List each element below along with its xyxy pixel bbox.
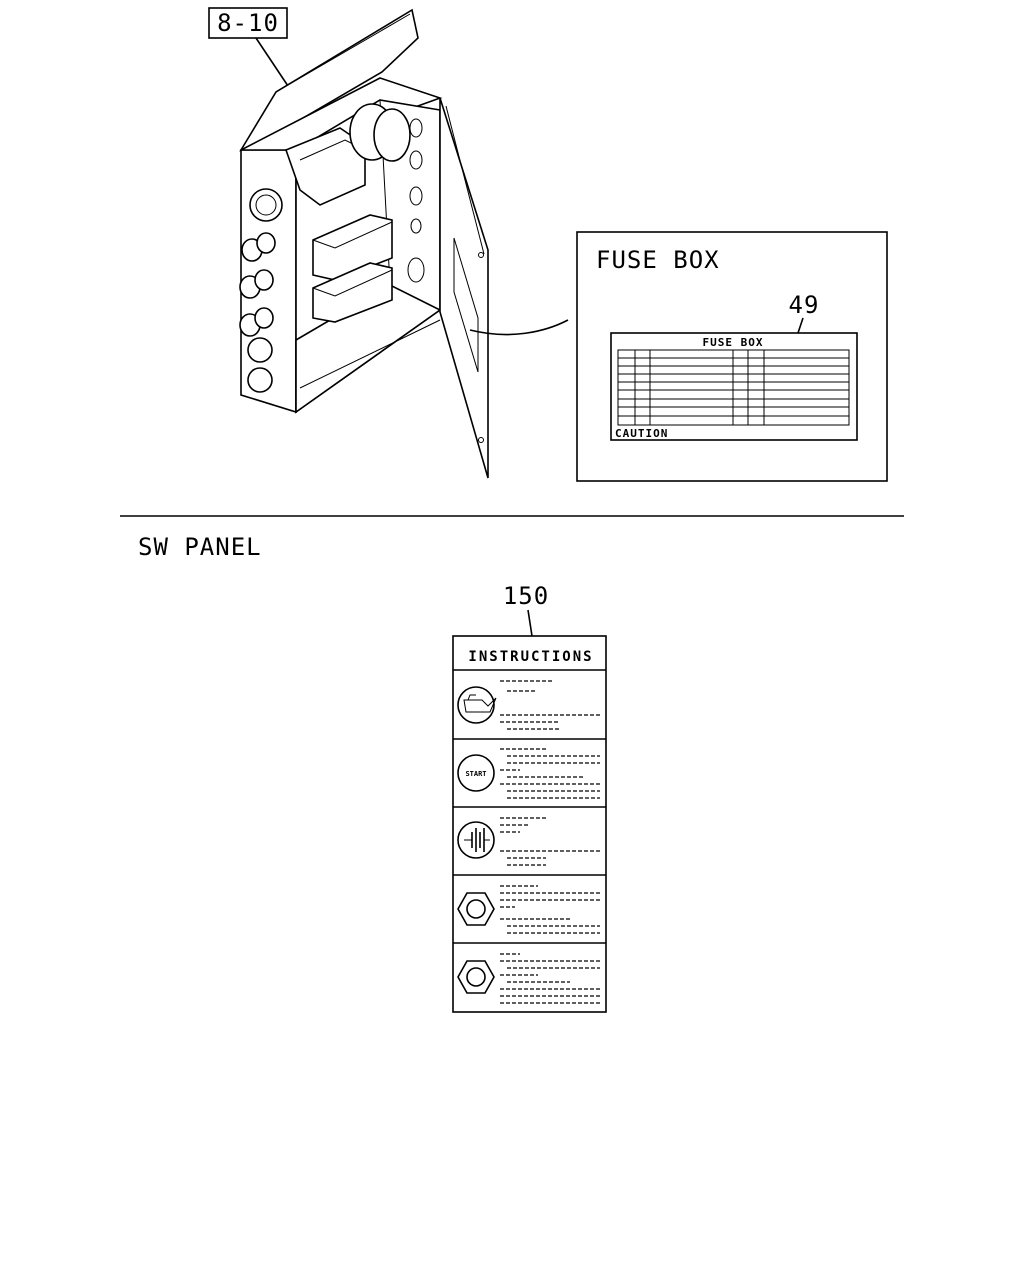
fuse-table: [617, 349, 850, 426]
instructions-label: INSTRUCTIONS START: [452, 635, 607, 1013]
fuse-box-leader: [469, 319, 569, 336]
fuse-box-heading: FUSE BOX: [596, 246, 720, 274]
electrical-box-illustration: [239, 8, 489, 479]
instruction-text-lines-4: [500, 885, 600, 934]
hex-nut-icon: [457, 960, 495, 994]
instruction-text-lines-1: [500, 680, 600, 730]
start-icon: START: [457, 754, 495, 792]
oil-can-icon: [457, 686, 497, 724]
instruction-text-lines-5: [500, 953, 600, 1004]
fuse-box-label: [610, 332, 858, 441]
hex-nut-icon: [457, 892, 495, 926]
start-icon-text: START: [465, 770, 486, 778]
callout-8-10-text: 8-10: [217, 9, 279, 37]
callout-49-text: 49: [789, 291, 820, 319]
fuse-box-label-footer: CAUTION: [615, 427, 668, 440]
battery-icon: [457, 821, 495, 859]
fuse-box-detail-panel: FUSE BOX 49 FUSE BOX CAUTION: [576, 231, 888, 482]
fuse-box-label-title: FUSE BOX: [703, 336, 764, 349]
instruction-text-lines-3: [500, 817, 600, 866]
instruction-text-lines-2: [500, 748, 600, 799]
callout-150-text: 150: [503, 582, 549, 610]
callout-8-10: 8-10: [208, 7, 289, 87]
instructions-title: INSTRUCTIONS: [468, 649, 593, 665]
sw-panel-heading: SW PANEL: [138, 533, 262, 561]
